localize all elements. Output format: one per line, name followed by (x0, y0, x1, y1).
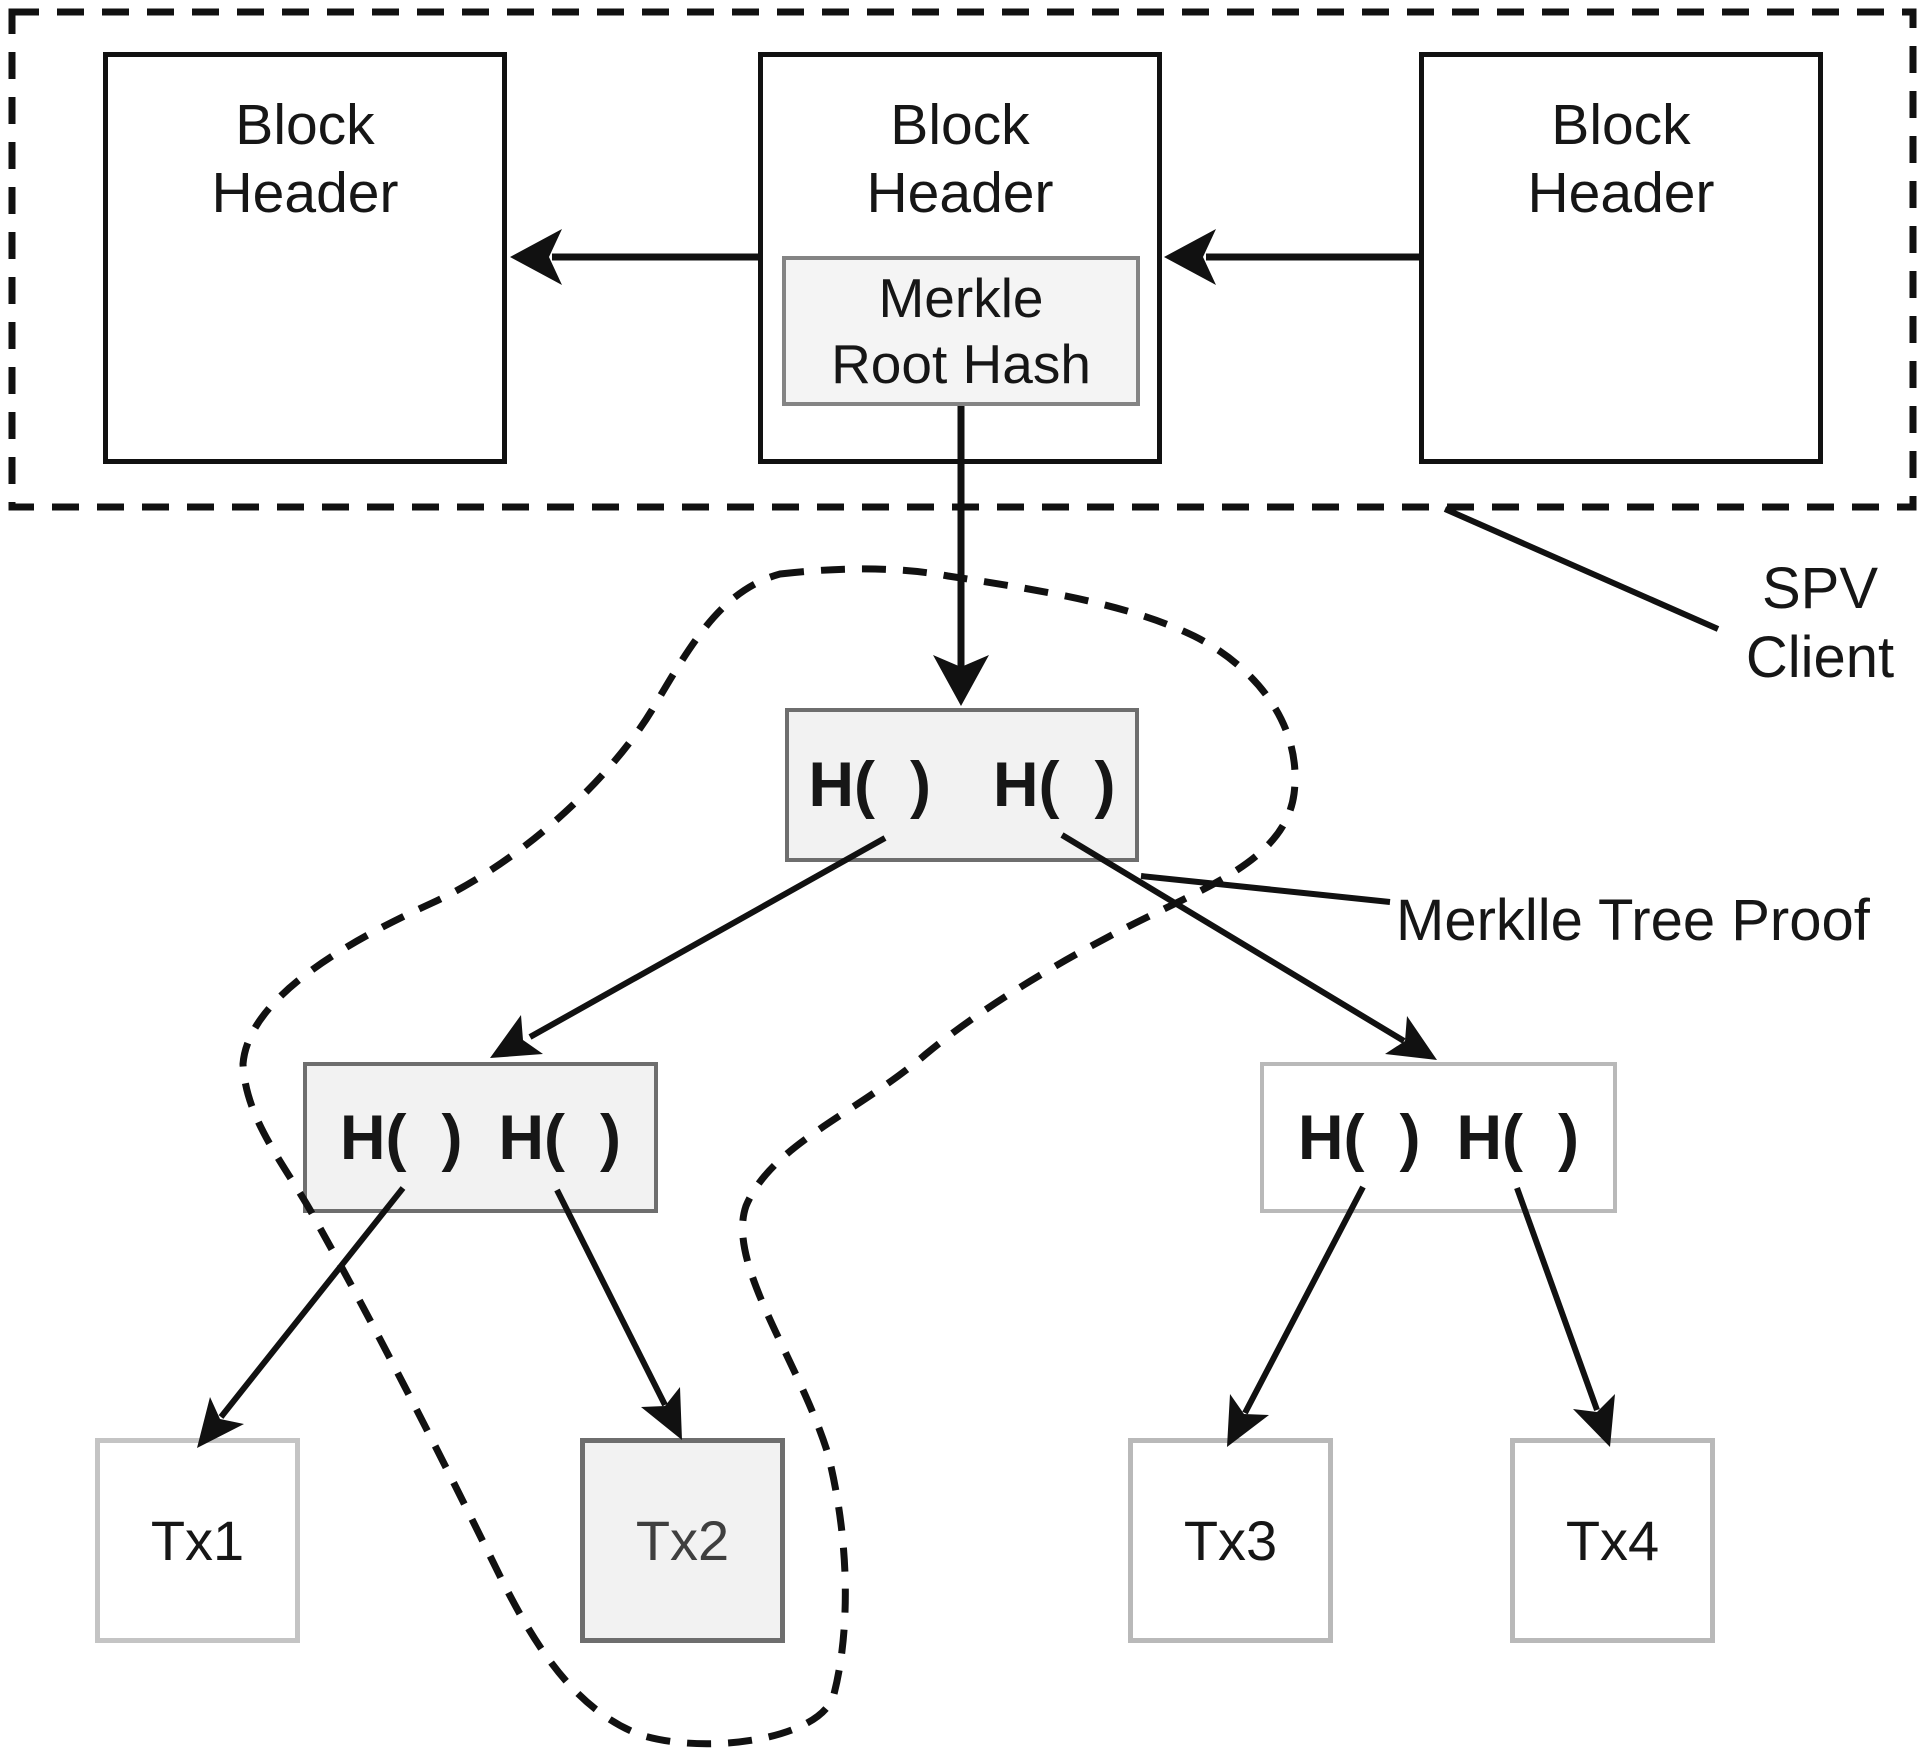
merkle-root-hash-label: Merkle Root Hash (831, 267, 1091, 395)
transaction-box-tx4: Tx4 (1510, 1438, 1715, 1643)
hash-function-right: H( ) (993, 750, 1116, 820)
transaction-label: Tx3 (1183, 1509, 1278, 1572)
block-header-title: Block Header (211, 93, 399, 225)
merkle-proof-pointer-line (1140, 873, 1391, 905)
hash-function-right: H( ) (1456, 1102, 1579, 1173)
arrow-root-to-left-node (490, 835, 887, 1058)
arrow-block-right-to-middle (1164, 229, 1419, 285)
spv-client-label: SPV Client (1745, 556, 1895, 690)
transaction-label: Tx2 (635, 1509, 730, 1572)
transaction-label: Tx1 (150, 1509, 245, 1572)
hash-function-left: H( ) (340, 1102, 463, 1173)
block-header-title: Block Header (866, 93, 1054, 225)
merkle-root-hash-box: Merkle Root Hash (782, 256, 1140, 406)
arrow-root-to-right-node (1060, 832, 1437, 1060)
hash-function-right: H( ) (498, 1102, 621, 1173)
arrow-right-node-to-tx4 (1514, 1186, 1615, 1447)
arrow-right-node-to-tx3 (1227, 1185, 1366, 1447)
transaction-box-tx2: Tx2 (580, 1438, 785, 1643)
tree-internal-node-left: H( ) H( ) (303, 1062, 658, 1213)
block-header-title: Block Header (1527, 93, 1715, 225)
transaction-label: Tx4 (1565, 1509, 1660, 1572)
arrow-block-middle-to-left (510, 229, 758, 285)
merkle-tree-proof-label: Merklle Tree Proof (1396, 888, 1870, 953)
block-header-box-right: Block Header (1419, 52, 1823, 464)
arrow-left-node-to-tx1 (197, 1186, 406, 1448)
arrow-left-node-to-tx2 (554, 1188, 682, 1440)
transaction-box-tx1: Tx1 (95, 1438, 300, 1643)
tree-root-hash-node: H( ) H( ) (785, 708, 1139, 862)
block-header-box-left: Block Header (103, 52, 507, 464)
transaction-box-tx3: Tx3 (1128, 1438, 1333, 1643)
hash-function-left: H( ) (808, 750, 931, 820)
tree-internal-node-right: H( ) H( ) (1260, 1062, 1617, 1213)
hash-function-left: H( ) (1298, 1102, 1421, 1173)
spv-client-pointer-line (1443, 506, 1720, 632)
